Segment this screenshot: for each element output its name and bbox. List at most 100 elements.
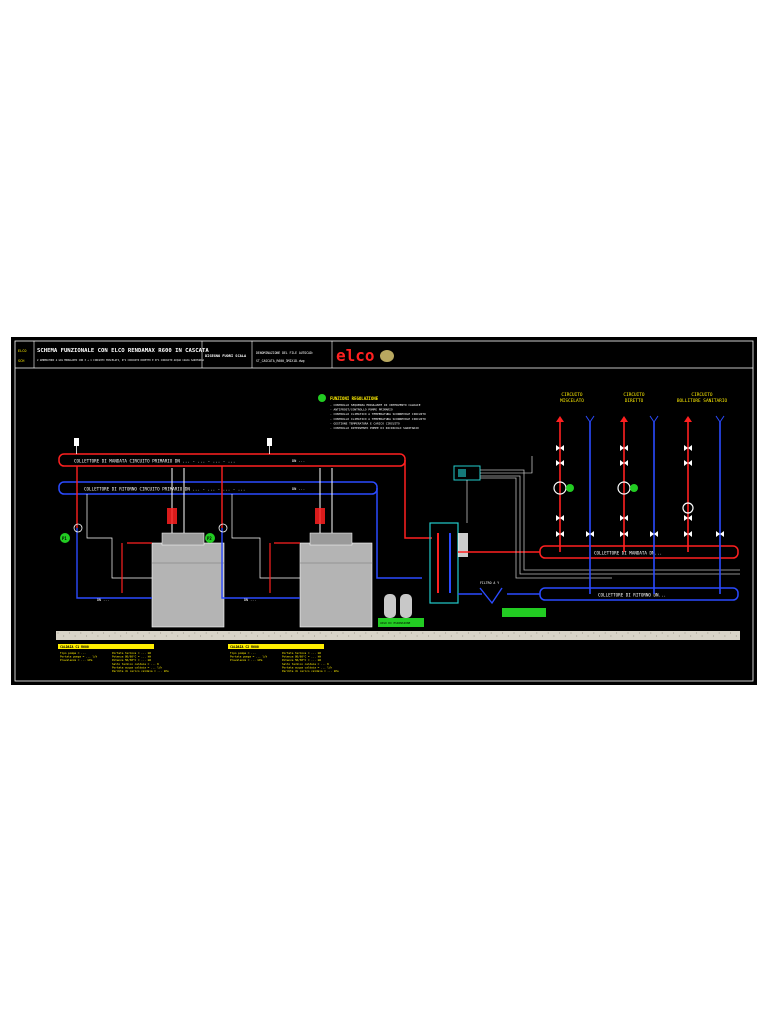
boiler-spec-1: CALDAIA C1 R600 Tipo pompa = ...Portata … bbox=[58, 644, 169, 673]
boiler-spec-2: CALDAIA C2 R600 Tipo pompa = ...Portata … bbox=[228, 644, 339, 673]
pump-p1-label: P1 bbox=[62, 536, 67, 541]
secondary-supply-collector: COLLETTORE DI MANDATA DN... bbox=[458, 545, 739, 559]
spec-line: Portata pompa = ... l/h bbox=[60, 655, 98, 659]
valve-icon bbox=[684, 515, 692, 521]
spec-line: Perdite di carico caldaia = ... kPa bbox=[282, 669, 339, 673]
primary-supply-label: COLLETTORE DI MANDATA CIRCUITO PRIMARIO … bbox=[74, 459, 235, 464]
title-tag-bottom: SCH bbox=[18, 359, 24, 363]
expansion-tank-note: VASO DI ESPANSIONE bbox=[380, 621, 411, 625]
legend-item: - ANTIFROST/CONTROLLO POMPE PRIMARIO bbox=[330, 408, 393, 412]
supply-arrow-icon bbox=[684, 416, 692, 422]
control-legend: FUNZIONI REGOLAZIONE - CONTROLLO SEQUENZ… bbox=[318, 394, 426, 430]
drawing-title: SCHEMA FUNZIONALE CON ELCO RENDAMAX R600… bbox=[37, 348, 209, 354]
spec-line: Portata acqua caldaia = ... l/h bbox=[112, 665, 163, 669]
spec-line: Portata acqua caldaia = ... l/h bbox=[282, 665, 333, 669]
circuit-1-title-line2: MISCELATO bbox=[560, 398, 584, 404]
control-cables bbox=[480, 469, 740, 579]
legend-list: - CONTROLLO SEQUENZA MODULANTE DI INTERV… bbox=[330, 403, 426, 430]
secondary-return-label: COLLETTORE DI RITORNO DN... bbox=[598, 593, 666, 598]
boiler-2 bbox=[299, 468, 373, 628]
drawing-frame: ELCO SCH SCHEMA FUNZIONALE CON ELCO REND… bbox=[11, 337, 757, 685]
spec-line: Perdite di carico caldaia = ... kPa bbox=[112, 669, 169, 673]
circuit-1-title-line1: CIRCUITO bbox=[561, 392, 583, 398]
spec-line: Salto termico caldaia = ... K bbox=[112, 662, 159, 666]
expansion-tanks: VASO DI ESPANSIONE bbox=[378, 594, 424, 627]
pump-p2-label: P2 bbox=[207, 536, 212, 541]
return-riser-pipe bbox=[376, 488, 422, 579]
pump-p1: P1 bbox=[60, 523, 83, 543]
pipe-tag-boiler2: DN ... bbox=[244, 598, 256, 602]
return-arrow-icon bbox=[649, 415, 659, 423]
spec-line: Potenza 50/30°C = ... kW bbox=[282, 658, 321, 662]
elco-logo: elco bbox=[336, 346, 375, 365]
valve-icon bbox=[556, 515, 564, 521]
boiler-2-circuit bbox=[221, 466, 300, 599]
hydraulic-separator bbox=[429, 522, 468, 604]
spec-line: Potenza 80/60°C = ... kW bbox=[112, 655, 151, 659]
title-block: ELCO SCH SCHEMA FUNZIONALE CON ELCO REND… bbox=[15, 341, 753, 369]
circuit-3-title-line2: BOLLITORE SANITARIO bbox=[677, 398, 728, 404]
valve-icon bbox=[556, 531, 564, 537]
valve-icon bbox=[684, 445, 692, 451]
y-filter: FILTRO A Y bbox=[479, 581, 546, 617]
spec-2-lines: Tipo pompa = ...Portata pompa = ... l/hP… bbox=[230, 651, 339, 673]
air-vent-icons bbox=[74, 438, 272, 454]
legend-item: - CONTROLLO CLIMATICO A TEMPERATURA SCOR… bbox=[330, 412, 426, 416]
valve-icon bbox=[620, 515, 628, 521]
controller-box bbox=[453, 456, 533, 523]
pipe-tags: DN ... DN ... DN ... DN ... bbox=[97, 459, 305, 602]
spec-line: Potenza 50/30°C = ... kW bbox=[112, 658, 151, 662]
supply-arrow-icon bbox=[620, 416, 628, 422]
spec-line: Potenza 80/60°C = ... kW bbox=[282, 655, 321, 659]
floor-ground bbox=[56, 631, 740, 640]
legend-item: - CONTROLLO INTERVENTO POMPE DI RICIRCOL… bbox=[330, 426, 419, 430]
inner-border bbox=[14, 340, 754, 682]
valve-icon bbox=[620, 531, 628, 537]
boiler-1 bbox=[151, 468, 225, 628]
legend-item: - CONTROLLO SEQUENZA MODULANTE DI INTERV… bbox=[330, 403, 421, 407]
spec-line: Prevalenza = ... kPa bbox=[230, 658, 263, 662]
valve-icon bbox=[556, 460, 564, 466]
filter-label: FILTRO A Y bbox=[480, 581, 499, 585]
spec-line: Tipo pompa = ... bbox=[230, 651, 256, 655]
supply-riser-pipe bbox=[404, 460, 432, 539]
valve-icon bbox=[716, 531, 724, 537]
primary-return-label: COLLETTORE DI RITORNO CIRCUITO PRIMARIO … bbox=[84, 487, 245, 492]
pipe-tag-boiler1: DN ... bbox=[97, 598, 109, 602]
spec-line: Portata pompa = ... l/h bbox=[230, 655, 268, 659]
secondary-supply-label: COLLETTORE DI MANDATA DN... bbox=[594, 551, 662, 556]
valve-icon bbox=[620, 460, 628, 466]
legend-item: - CONTROLLO CLIMATICO A TEMPERATURA SCOR… bbox=[330, 417, 426, 421]
legend-item: - GESTIONE TEMPERATURA E CARICO CIRCUITO bbox=[330, 421, 400, 425]
drawing-subtitle: 2 GENERATORI A GAS MODULANTI CON 3 + 1 C… bbox=[37, 359, 205, 362]
floor-hatching bbox=[57, 632, 737, 637]
controller-icon bbox=[318, 394, 326, 402]
valve-icon bbox=[586, 531, 594, 537]
circuit-3-title-line1: CIRCUITO bbox=[691, 392, 713, 398]
valve-icon bbox=[620, 445, 628, 451]
circuit-2-title-line2: DIRETTO bbox=[625, 398, 644, 404]
pipe-tag-supply: DN ... bbox=[292, 459, 305, 463]
pipe-tag-return: DN ... bbox=[292, 487, 305, 491]
spec-line: Portata termica = ... kW bbox=[112, 651, 151, 655]
secondary-return-collector: COLLETTORE DI RITORNO DN... bbox=[458, 587, 739, 601]
valve-icon bbox=[684, 531, 692, 537]
valve-icon bbox=[556, 445, 564, 451]
primary-return-collector: COLLETTORE DI RITORNO CIRCUITO PRIMARIO … bbox=[58, 481, 378, 495]
boiler-1-circuit bbox=[76, 466, 152, 599]
mixing-valve-icon bbox=[566, 484, 574, 492]
circulator-pump-icon bbox=[682, 502, 694, 514]
hydraulic-schematic: ELCO SCH SCHEMA FUNZIONALE CON ELCO REND… bbox=[14, 340, 754, 682]
file-name: ST_CASCATA_R600_3MIX1D.dwg bbox=[256, 359, 305, 363]
circuit-headings: CIRCUITO MISCELATO CIRCUITO DIRETTO CIRC… bbox=[560, 392, 727, 404]
supply-arrow-icon bbox=[556, 416, 564, 422]
spec-line: Salto termico caldaia = ... K bbox=[282, 662, 329, 666]
spec-2-header: CALDAIA C2 R600 bbox=[230, 645, 259, 649]
circuit-columns bbox=[553, 415, 725, 594]
mixing-valve-icon bbox=[630, 484, 638, 492]
file-name-label: DENOMINAZIONE DEL FILE AUTOCAD: bbox=[256, 351, 314, 355]
spec-1-header: CALDAIA C1 R600 bbox=[60, 645, 89, 649]
title-tag-top: ELCO bbox=[18, 349, 26, 353]
spec-line: Prevalenza = ... kPa bbox=[60, 658, 93, 662]
